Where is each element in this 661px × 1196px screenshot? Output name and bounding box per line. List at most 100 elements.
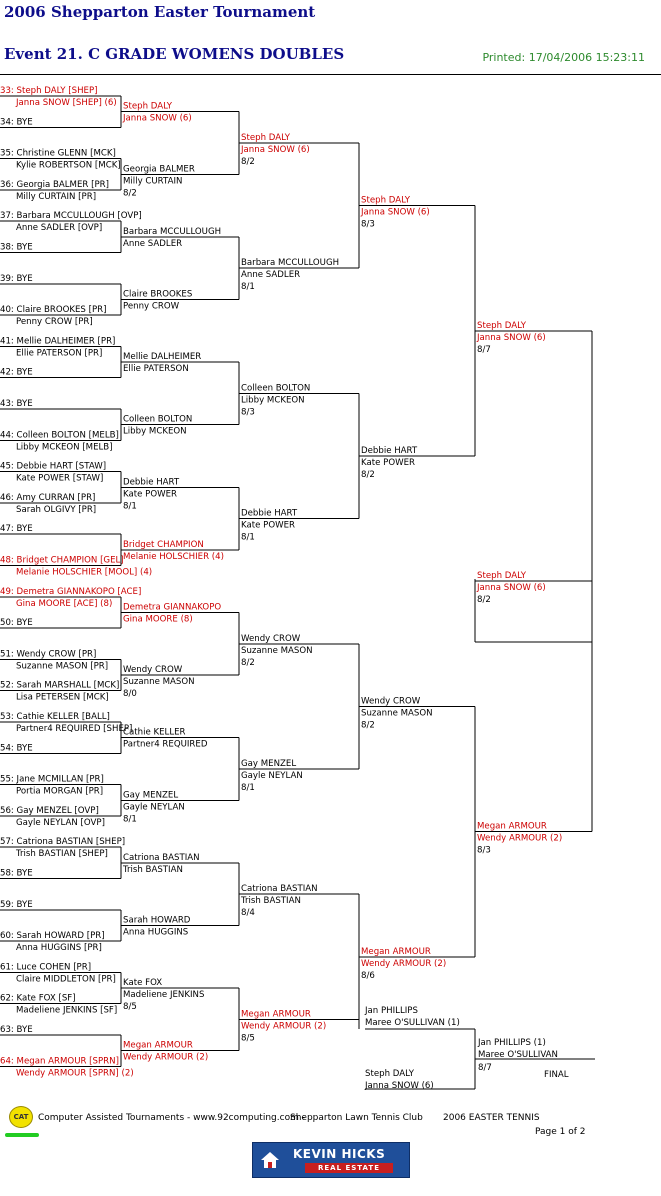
round2-score: 8/1 <box>123 814 137 824</box>
round5-line2: Wendy ARMOUR (2) <box>477 834 562 844</box>
cat-logo: CAT <box>9 1106 33 1128</box>
round4-score: 8/3 <box>361 220 375 230</box>
round5-line1: Steph DALY <box>477 321 527 331</box>
round3-score: 8/4 <box>241 908 255 918</box>
playoff-top-line1: Jan PHILLIPS <box>364 1006 418 1016</box>
entry-line1: 34: BYE <box>0 117 33 127</box>
entry-line1: 56: Gay MENZEL [OVP] <box>0 806 99 816</box>
round4-score: 8/2 <box>361 720 375 730</box>
round3-line2: Anne SADLER <box>241 270 300 280</box>
round3-line2: Libby MCKEON <box>241 395 305 405</box>
round3-line2: Gayle NEYLAN <box>241 771 303 781</box>
entry-line1: 49: Demetra GIANNAKOPO [ACE] <box>0 587 141 597</box>
event-title: Event 21. C GRADE WOMENS DOUBLES <box>4 45 345 63</box>
round2-score: 8/2 <box>123 188 137 198</box>
round3-score: 8/2 <box>241 658 255 668</box>
entry-line2: Anna HUGGINS [PR] <box>16 943 102 953</box>
entry-line1: 63: BYE <box>0 1025 33 1035</box>
playoff-top-line2: Maree O'SULLIVAN (1) <box>365 1018 460 1028</box>
entry-line2: Sarah OLGIVY [PR] <box>16 505 96 515</box>
entry-line1: 47: BYE <box>0 524 33 534</box>
entry-line2: Wendy ARMOUR [SPRN] (2) <box>16 1068 134 1078</box>
round3-score: 8/1 <box>241 533 255 543</box>
entry-line2: Trish BASTIAN [SHEP] <box>15 849 108 859</box>
entry-line1: 60: Sarah HOWARD [PR] <box>0 931 105 941</box>
round2-line2: Suzanne MASON <box>123 677 195 687</box>
entry-line1: 59: BYE <box>0 900 33 910</box>
round3-line1: Megan ARMOUR <box>241 1009 311 1019</box>
entry-line1: 53: Cathie KELLER [BALL] <box>0 712 110 722</box>
entry-line1: 42: BYE <box>0 368 33 378</box>
round3-score: 8/1 <box>241 282 255 292</box>
printed-timestamp: Printed: 17/04/2006 15:23:11 <box>482 51 645 64</box>
round5-line1: Megan ARMOUR <box>477 822 547 832</box>
entry-line1: 44: Colleen BOLTON [MELB] <box>0 430 119 440</box>
entry-line1: 35: Christine GLENN [MCK] <box>0 149 116 159</box>
round2-line2: Anna HUGGINS <box>123 927 188 937</box>
round2-score: 8/1 <box>123 501 137 511</box>
footer-event: 2006 EASTER TENNIS <box>443 1113 540 1123</box>
round4-line2: Janna SNOW (6) <box>360 208 430 218</box>
round2-line1: Mellie DALHEIMER <box>123 352 201 362</box>
round2-line2: Kate POWER <box>123 489 177 499</box>
round2-line1: Claire BROOKES <box>123 289 192 299</box>
semi-final-line1: Steph DALY <box>477 571 527 581</box>
entry-line1: 51: Wendy CROW [PR] <box>0 649 96 659</box>
entry-line2: Melanie HOLSCHIER [MOOL] (4) <box>16 568 152 578</box>
round3-line2: Suzanne MASON <box>241 646 313 656</box>
final-winner-line1: Jan PHILLIPS (1) <box>477 1038 546 1048</box>
entry-line1: 36: Georgia BALMER [PR] <box>0 180 109 190</box>
round3-line2: Wendy ARMOUR (2) <box>241 1021 326 1031</box>
round2-line2: Janna SNOW (6) <box>122 114 192 124</box>
draw-bracket: 33: Steph DALY [SHEP]Janna SNOW [SHEP] (… <box>0 86 595 1091</box>
entry-line1: 54: BYE <box>0 743 33 753</box>
entry-line1: 62: Kate FOX [SF] <box>0 994 76 1004</box>
round3-line1: Gay MENZEL <box>241 759 296 769</box>
round4-line1: Megan ARMOUR <box>361 947 431 957</box>
round2-line2: Melanie HOLSCHIER (4) <box>123 552 224 562</box>
entry-line2: Partner4 REQUIRED [SHEP] <box>16 724 132 734</box>
round2-line1: Bridget CHAMPION <box>123 540 204 550</box>
entry-line1: 45: Debbie HART [STAW] <box>0 462 106 472</box>
round3-line1: Catriona BASTIAN <box>241 884 318 894</box>
round2-line2: Penny CROW <box>123 301 180 311</box>
round3-score: 8/2 <box>241 157 255 167</box>
sponsor-logo: KEVIN HICKS REAL ESTATE <box>252 1142 410 1178</box>
round5-score: 8/3 <box>477 846 491 856</box>
entry-line2: Gayle NEYLAN [OVP] <box>16 818 105 828</box>
round3-line2: Kate POWER <box>241 521 295 531</box>
entry-line1: 61: Luce COHEN [PR] <box>0 962 91 972</box>
round3-line1: Wendy CROW <box>241 634 301 644</box>
round4-line2: Wendy ARMOUR (2) <box>361 959 446 969</box>
round3-score: 8/3 <box>241 407 255 417</box>
round2-line1: Steph DALY <box>123 102 173 112</box>
playoff-bottom-line2: Janna SNOW (6) <box>364 1081 434 1091</box>
entry-line2: Milly CURTAIN [PR] <box>16 192 96 202</box>
round2-line1: Georgia BALMER <box>123 164 195 174</box>
cat-logo-bar <box>5 1133 39 1137</box>
sponsor-name: KEVIN HICKS <box>293 1147 386 1161</box>
round2-score: 8/0 <box>123 689 137 699</box>
round2-line2: Trish BASTIAN <box>122 865 183 875</box>
round2-line1: Demetra GIANNAKOPO <box>123 602 221 612</box>
round2-line2: Partner4 REQUIRED <box>123 740 208 750</box>
round2-line2: Gina MOORE (8) <box>123 614 193 624</box>
entry-line2: Libby MCKEON [MELB] <box>16 442 113 452</box>
round4-line1: Steph DALY <box>361 196 411 206</box>
entry-line1: 57: Catriona BASTIAN [SHEP] <box>0 837 125 847</box>
entry-line1: 50: BYE <box>0 618 33 628</box>
final-winner-line2: Maree O'SULLIVAN <box>478 1050 558 1060</box>
entry-line2: Anne SADLER [OVP] <box>16 223 102 233</box>
round3-score: 8/5 <box>241 1033 255 1043</box>
round3-line1: Debbie HART <box>241 509 298 519</box>
round2-line2: Madeliene JENKINS <box>123 990 204 1000</box>
header-divider <box>0 74 661 75</box>
entry-line2: Ellie PATERSON [PR] <box>16 348 102 358</box>
round2-line1: Kate FOX <box>123 978 162 988</box>
round2-line1: Colleen BOLTON <box>123 415 192 425</box>
entry-line1: 58: BYE <box>0 869 33 879</box>
tournament-title: 2006 Shepparton Easter Tournament <box>4 3 316 21</box>
round2-line1: Cathie KELLER <box>123 728 186 738</box>
round3-score: 8/1 <box>241 783 255 793</box>
entry-line2: Janna SNOW [SHEP] (6) <box>15 98 117 108</box>
